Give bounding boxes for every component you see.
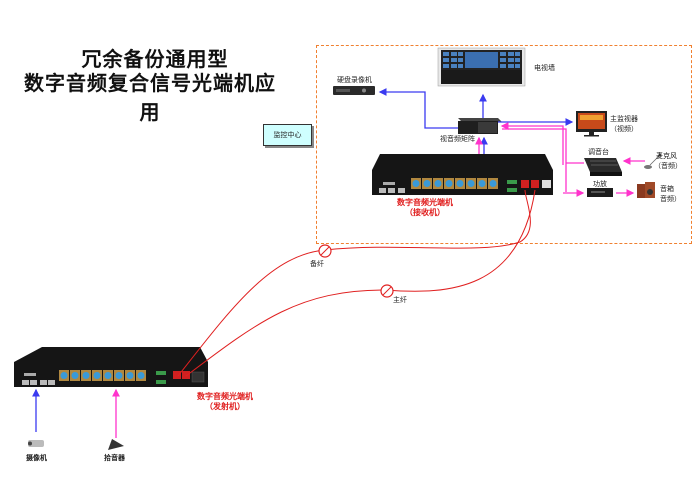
video-signal-lines <box>32 88 574 432</box>
dvr-label: 硬盘录像机 <box>337 76 372 84</box>
main-monitor-sublabel: （视频） <box>610 125 638 133</box>
fiber-lines <box>177 189 536 377</box>
receiver-sublabel: （接收机） <box>405 207 445 217</box>
transmitter-label: 数字音频光端机 <box>197 391 253 401</box>
microphone-label: 麦克风 <box>656 152 677 160</box>
monitoring-center-zone <box>316 45 692 244</box>
speakers <box>637 182 655 198</box>
mixer-label: 调音台 <box>588 148 609 156</box>
amplifier-label: 功放 <box>593 180 607 188</box>
transmitter-sublabel: （发射机） <box>205 401 245 411</box>
matrix-label: 视音频矩阵 <box>440 135 475 143</box>
camera-label: 摄像机 <box>26 453 47 462</box>
monitoring-center-label: 监控中心 <box>263 124 312 146</box>
pickup-label: 拾音器 <box>104 453 125 462</box>
main-fiber-connector-icon <box>380 284 394 298</box>
backup-fiber-connector-icon <box>318 244 332 258</box>
diagram-title-line2: 数字音频复合信号光端机应用 <box>24 71 276 124</box>
main-monitor-label: 主监视器 <box>610 115 638 123</box>
dvr-device <box>333 86 375 95</box>
speaker-sublabel: 音频） <box>660 195 681 203</box>
microphone-sublabel: （音频） <box>654 162 682 170</box>
video-wall <box>437 47 526 87</box>
backup-fiber-label: 备纤 <box>310 260 324 268</box>
audio-signal-lines <box>112 122 645 438</box>
receiver-label: 数字音频光端机 <box>397 197 453 207</box>
video-wall-label: 电视墙 <box>534 64 555 72</box>
receiver-rack-unit <box>372 154 553 195</box>
transmitter-rack-unit <box>14 347 208 387</box>
camera <box>28 440 44 447</box>
backup-fiber <box>177 189 531 377</box>
amplifier <box>587 188 613 197</box>
speaker-label: 音箱 <box>660 185 674 193</box>
audio-mixer <box>584 158 622 176</box>
main-fiber-label: 主纤 <box>393 296 407 304</box>
audio-pickup <box>108 439 124 450</box>
av-matrix-device <box>458 118 502 134</box>
main-fiber <box>185 189 536 377</box>
diagram-title-line1: 冗余备份通用型 <box>81 47 229 71</box>
microphone <box>644 153 662 169</box>
main-monitor <box>576 111 607 137</box>
